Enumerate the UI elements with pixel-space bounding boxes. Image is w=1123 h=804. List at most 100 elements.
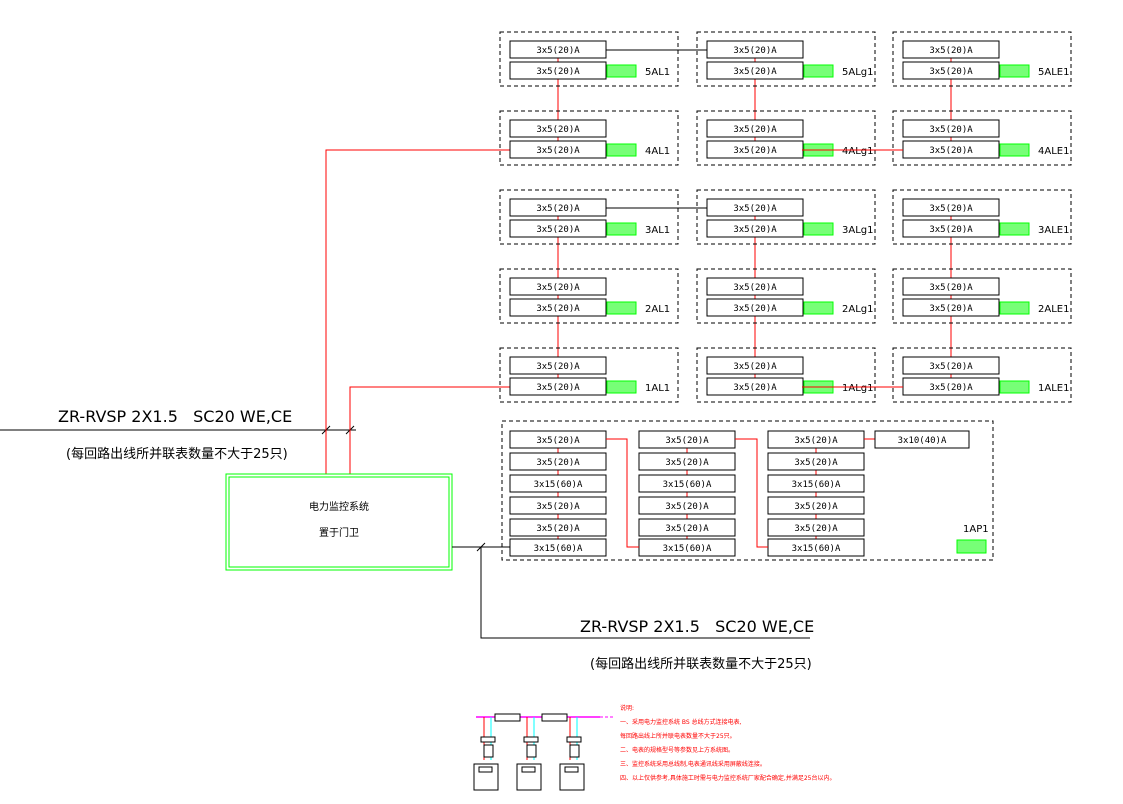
floor-panel-box[interactable] [499,31,679,87]
breaker-rating: 3x5(20)A [794,436,838,446]
breaker-rating: 3x5(20)A [929,67,973,77]
breaker-box[interactable] [509,119,607,138]
static-layer: ZR-RVSP 2X1.5 SC20 WE,CE (每回路出线所并联表数量不大于… [0,149,994,791]
floor-panel-label: 5ALE1 [1038,67,1069,78]
floor-panel-box[interactable] [696,268,876,324]
main-panel-meter [956,539,987,554]
breaker-box[interactable] [509,61,607,80]
breaker-box[interactable] [902,277,1000,296]
breaker-rating: 3x5(20)A [536,304,580,314]
breaker-box[interactable] [902,40,1000,59]
breaker-box[interactable] [706,277,804,296]
floor-panel-box[interactable] [892,347,1072,403]
breaker-rating: 3x15(60)A [534,544,583,554]
breaker-box[interactable] [767,474,865,493]
breaker-box[interactable] [706,356,804,375]
breaker-rating: 3x5(20)A [536,502,580,512]
breaker-rating: 3x5(20)A [536,225,580,235]
breaker-box[interactable] [509,356,607,375]
breaker-rating: 3x5(20)A [665,436,709,446]
breaker-rating: 3x5(20)A [733,125,777,135]
breaker-box[interactable] [706,298,804,317]
top-cable-spec: ZR-RVSP 2X1.5 SC20 WE,CE [58,407,292,426]
floor-panel-label: 1AL1 [645,383,670,394]
feeder-wire-4 [325,149,510,474]
breaker-box[interactable] [874,430,970,449]
breaker-rating: 3x5(20)A [536,383,580,393]
breaker-box[interactable] [767,518,865,537]
breaker-rating: 3x5(20)A [929,225,973,235]
breaker-rating: 3x15(60)A [534,480,583,490]
breaker-box[interactable] [638,474,736,493]
floor-panel-label: 5AL1 [645,67,670,78]
floor-panel-box[interactable] [499,189,679,245]
meter-icon [999,222,1030,236]
breaker-box[interactable] [902,356,1000,375]
breaker-box[interactable] [902,119,1000,138]
breaker-box[interactable] [638,518,736,537]
floor-panel-box[interactable] [696,31,876,87]
breaker-box[interactable] [509,496,607,515]
breaker-box[interactable] [509,298,607,317]
breaker-box[interactable] [902,219,1000,238]
meter-icon [999,64,1030,78]
meter-icon [803,301,834,315]
breaker-rating: 3x5(20)A [536,362,580,372]
breaker-rating: 3x5(20)A [665,458,709,468]
bottom-cable-note: (每回路出线所并联表数量不大于25只) [590,656,812,672]
breaker-box[interactable] [767,496,865,515]
breaker-rating: 3x15(60)A [792,480,841,490]
breaker-box[interactable] [706,61,804,80]
floor-panel-box[interactable] [499,347,679,403]
breaker-rating: 3x5(20)A [733,304,777,314]
notes-title: 说明: [620,704,634,712]
floor-panel-box[interactable] [892,268,1072,324]
breaker-box[interactable] [509,452,607,471]
bottom-cable-line [480,547,810,639]
breaker-box[interactable] [902,298,1000,317]
breaker-rating: 3x5(20)A [929,125,973,135]
meter-icon [803,64,834,78]
breaker-rating: 3x15(60)A [663,480,712,490]
breaker-box[interactable] [509,140,607,159]
breaker-box[interactable] [706,219,804,238]
breaker-box[interactable] [638,496,736,515]
breaker-rating: 3x10(40)A [898,436,947,446]
breaker-box[interactable] [509,219,607,238]
breaker-box[interactable] [902,61,1000,80]
main-panel-box[interactable] [501,420,994,561]
breaker-box[interactable] [706,119,804,138]
floor-panel-box[interactable] [696,189,876,245]
breaker-box[interactable] [509,377,607,396]
floor-panel-box[interactable] [499,268,679,324]
breaker-rating: 3x5(20)A [536,436,580,446]
breaker-rating: 3x5(20)A [536,283,580,293]
floor-panel-label: 2ALE1 [1038,304,1069,315]
breaker-rating: 3x5(20)A [536,146,580,156]
monitor-location: 置于门卫 [319,526,359,539]
floor-panel-box[interactable] [499,110,679,166]
breaker-box[interactable] [902,198,1000,217]
floor-panel-label: 2ALg1 [842,304,873,315]
breaker-box[interactable] [509,277,607,296]
breaker-box[interactable] [638,452,736,471]
floor-panel-box[interactable] [892,110,1072,166]
panel-wire [735,438,768,548]
breaker-rating: 3x5(20)A [665,502,709,512]
breaker-rating: 3x5(20)A [733,146,777,156]
breaker-rating: 3x5(20)A [794,458,838,468]
breaker-rating: 3x5(20)A [929,362,973,372]
monitor-box[interactable] [225,473,453,571]
breaker-box[interactable] [767,452,865,471]
floor-panel-box[interactable] [892,189,1072,245]
breaker-box[interactable] [509,474,607,493]
floor-panel-box[interactable] [892,31,1072,87]
breaker-rating: 3x5(20)A [733,383,777,393]
breaker-rating: 3x5(20)A [929,283,973,293]
breaker-box[interactable] [509,538,607,557]
floor-panel-box[interactable] [696,347,876,403]
breaker-box[interactable] [509,518,607,537]
floor-panel-box[interactable] [696,110,876,166]
main-panel-label: 1AP1 [963,524,989,535]
